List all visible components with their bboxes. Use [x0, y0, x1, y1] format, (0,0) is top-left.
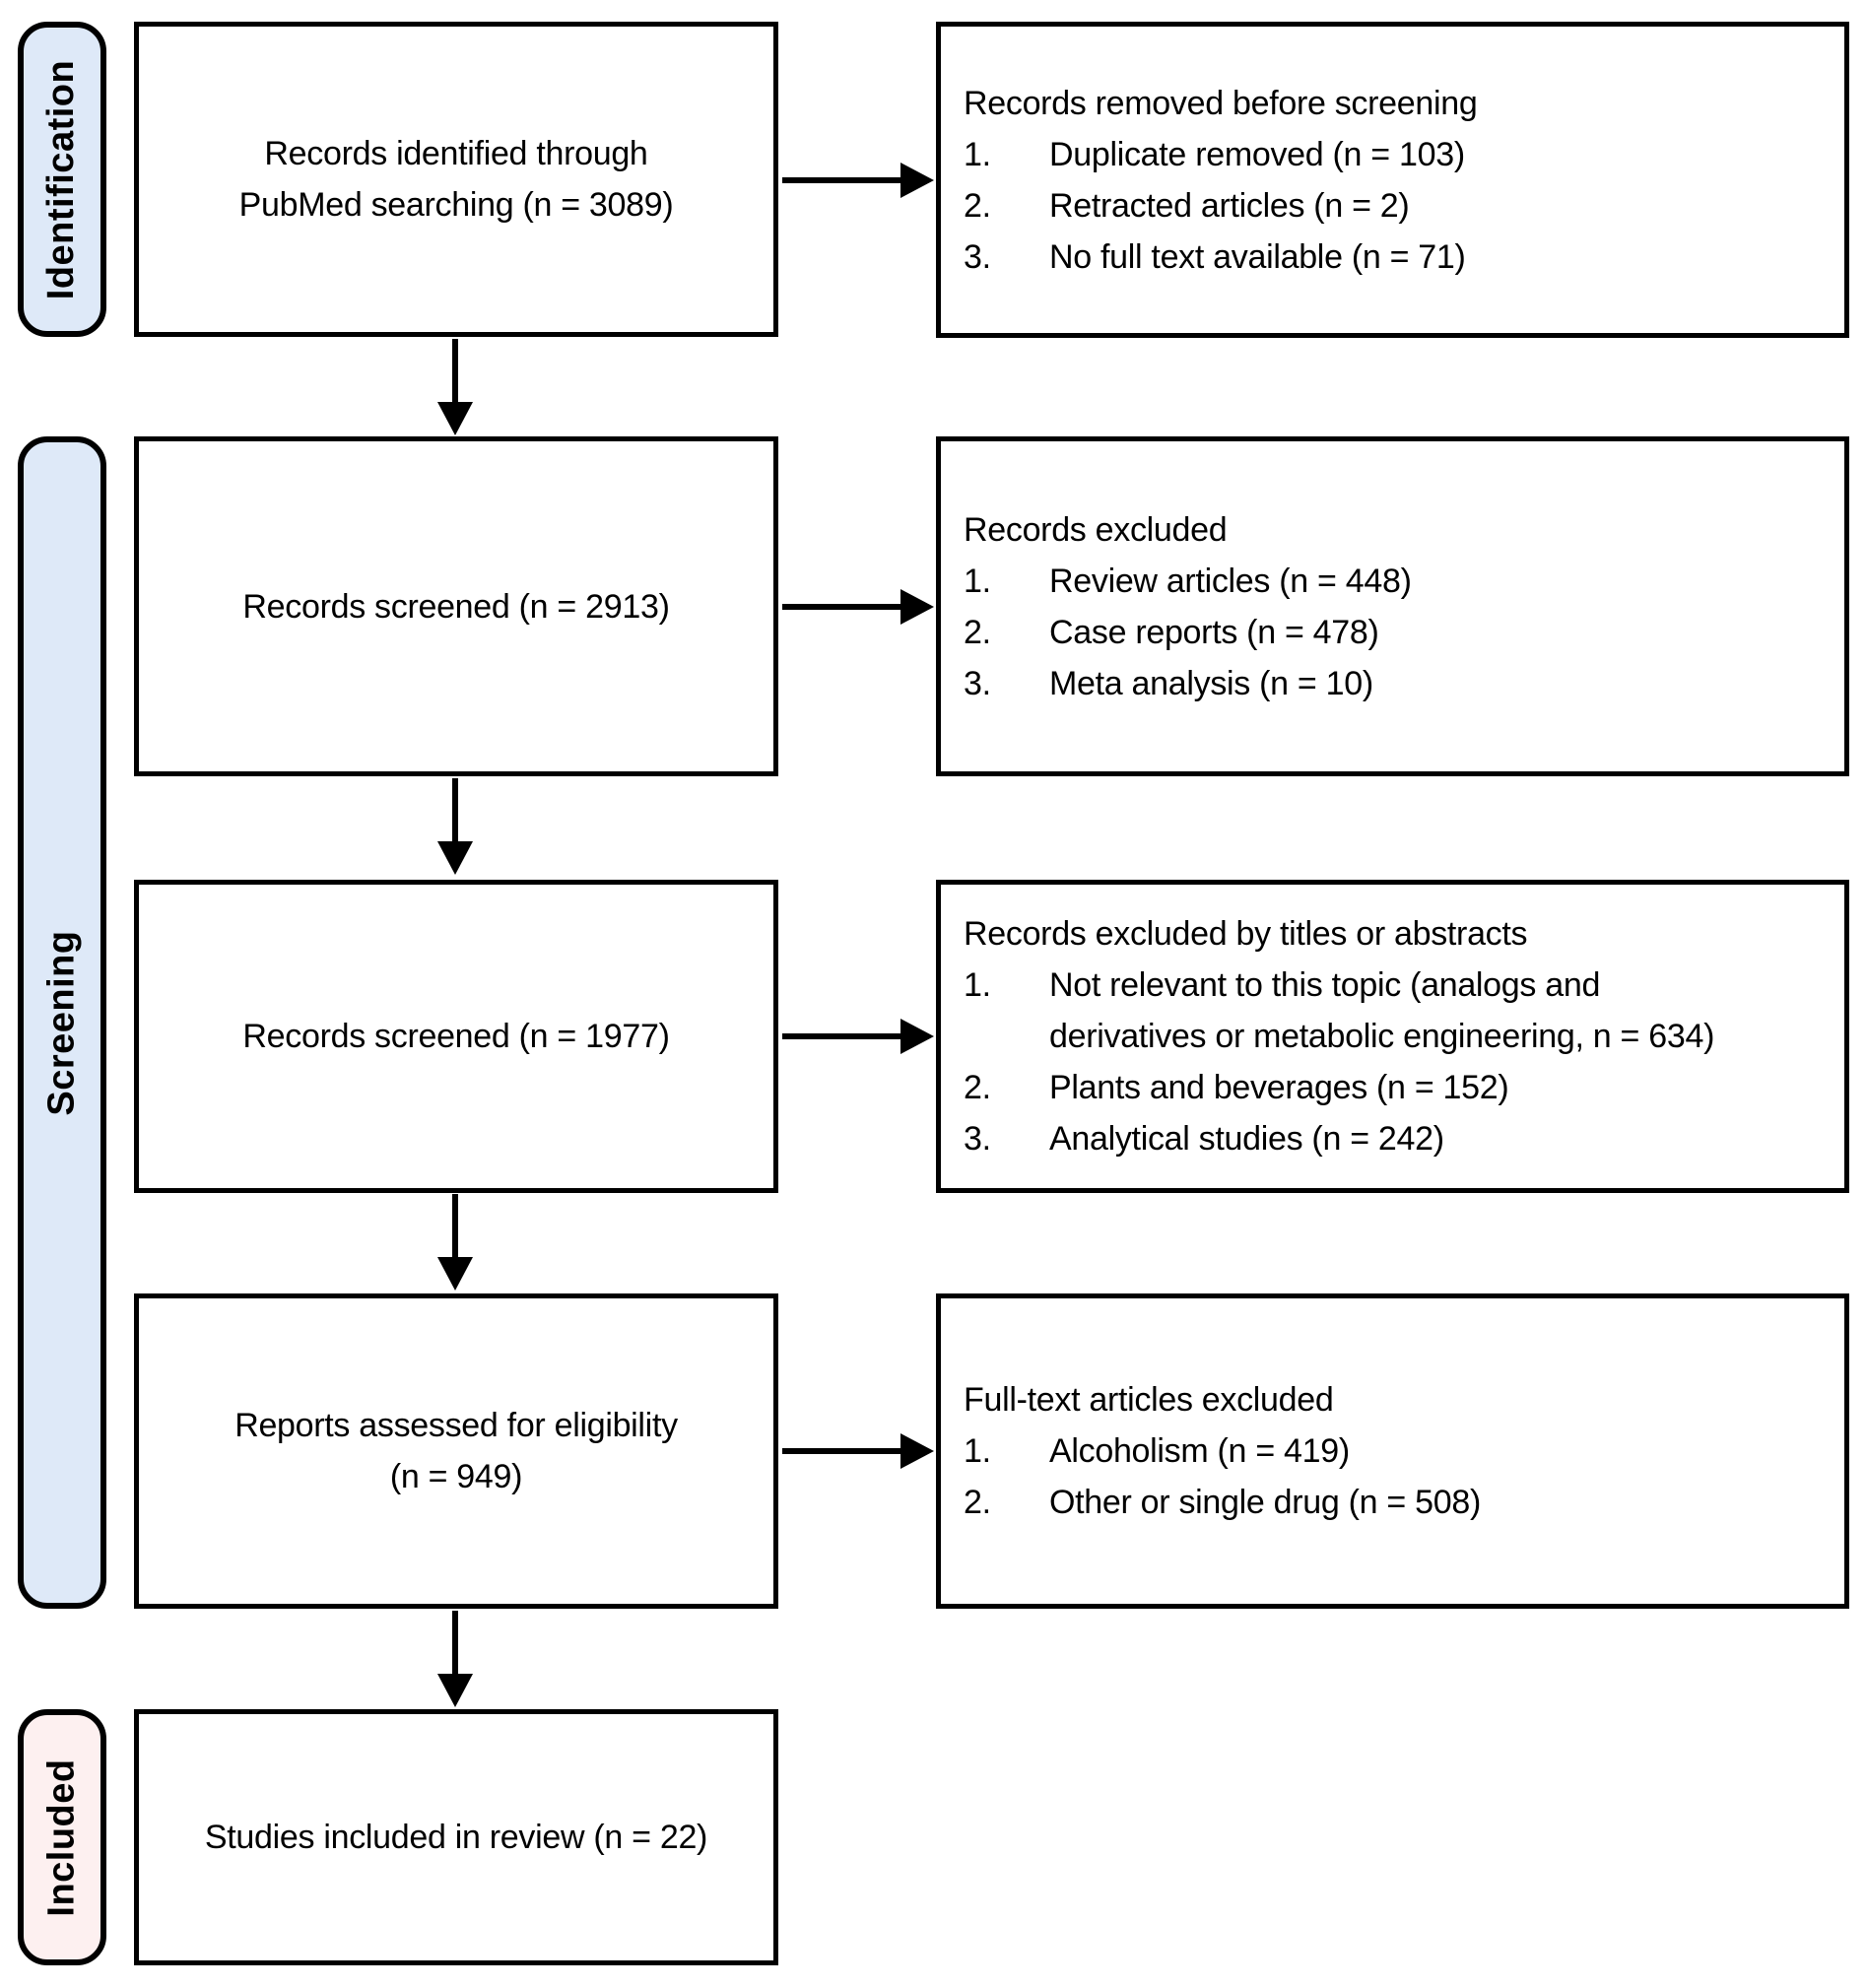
- list-item: 1. Duplicate removed (n = 103): [964, 129, 1821, 180]
- list-item-text: Plants and beverages (n = 152): [1049, 1069, 1509, 1106]
- box-records-removed-before-screening: Records removed before screening 1. Dupl…: [936, 22, 1849, 338]
- stage-label-included-text: Included: [40, 1757, 83, 1917]
- box-reports-assessed: Reports assessed for eligibility (n = 94…: [134, 1293, 778, 1609]
- list-item-number: 2.: [964, 1069, 991, 1106]
- arrow-right-icon: [780, 153, 938, 208]
- arrow-down-icon: [428, 339, 483, 437]
- arrow-down-icon: [428, 1194, 483, 1292]
- box-records-identified: Records identified through PubMed search…: [134, 22, 778, 337]
- arrow-down-icon: [428, 778, 483, 877]
- exclusion-heading: Records removed before screening: [964, 84, 1478, 122]
- list-item-text: Not relevant to this topic (analogs and …: [1049, 966, 1715, 1055]
- list-item-number: 1.: [964, 966, 991, 1004]
- box-records-excluded: Records excluded 1. Review articles (n =…: [936, 436, 1849, 776]
- list-item-number: 2.: [964, 1484, 991, 1521]
- list-item-text: No full text available (n = 71): [1049, 237, 1466, 276]
- list-item-text: Alcoholism (n = 419): [1049, 1432, 1350, 1470]
- list-item-text: Case reports (n = 478): [1049, 613, 1379, 651]
- list-item-text: Other or single drug (n = 508): [1049, 1484, 1481, 1521]
- box-reports-assessed-text: Reports assessed for eligibility (n = 94…: [234, 1407, 678, 1495]
- list-item-number: 2.: [964, 613, 991, 651]
- list-item: 2. Plants and beverages (n = 152): [964, 1062, 1821, 1113]
- list-item: 3. No full text available (n = 71): [964, 232, 1821, 283]
- list-item-text: Duplicate removed (n = 103): [1049, 135, 1465, 173]
- list-item-number: 3.: [964, 1120, 991, 1158]
- box-studies-included: Studies included in review (n = 22): [134, 1709, 778, 1965]
- list-item-number: 2.: [964, 186, 991, 225]
- stage-label-included: Included: [18, 1709, 106, 1965]
- arrow-right-icon: [780, 579, 938, 634]
- list-item-text: Analytical studies (n = 242): [1049, 1120, 1444, 1158]
- stage-label-screening-text: Screening: [40, 929, 83, 1116]
- arrow-right-icon: [780, 1424, 938, 1479]
- box-records-excluded-titles-abstracts: Records excluded by titles or abstracts …: [936, 880, 1849, 1193]
- list-item: 1. Not relevant to this topic (analogs a…: [964, 960, 1821, 1062]
- box-records-screened-1-text: Records screened (n = 2913): [242, 587, 670, 626]
- list-item-number: 3.: [964, 664, 991, 702]
- stage-label-screening: Screening: [18, 436, 106, 1609]
- exclusion-heading: Full-text articles excluded: [964, 1381, 1334, 1419]
- stage-label-identification-text: Identification: [40, 59, 83, 299]
- list-item: 2. Other or single drug (n = 508): [964, 1477, 1821, 1528]
- exclusion-heading: Records excluded by titles or abstracts: [964, 915, 1528, 953]
- box-records-screened-2-text: Records screened (n = 1977): [242, 1018, 670, 1055]
- box-studies-included-text: Studies included in review (n = 22): [204, 1819, 708, 1856]
- list-item: 3. Analytical studies (n = 242): [964, 1113, 1821, 1164]
- list-item-number: 3.: [964, 237, 991, 276]
- list-item-number: 1.: [964, 562, 991, 600]
- list-item-text: Meta analysis (n = 10): [1049, 664, 1373, 702]
- arrow-down-icon: [428, 1611, 483, 1709]
- list-item-number: 1.: [964, 135, 991, 173]
- box-fulltext-articles-excluded: Full-text articles excluded 1. Alcoholis…: [936, 1293, 1849, 1609]
- list-item: 1. Review articles (n = 448): [964, 556, 1821, 607]
- box-records-screened-2: Records screened (n = 1977): [134, 880, 778, 1193]
- list-item-text: Retracted articles (n = 2): [1049, 186, 1410, 225]
- list-item-text: Review articles (n = 448): [1049, 562, 1412, 600]
- exclusion-heading: Records excluded: [964, 510, 1228, 549]
- list-item: 1. Alcoholism (n = 419): [964, 1425, 1821, 1477]
- stage-label-identification: Identification: [18, 22, 106, 337]
- list-item: 2. Case reports (n = 478): [964, 607, 1821, 658]
- arrow-right-icon: [780, 1009, 938, 1064]
- list-item: 2. Retracted articles (n = 2): [964, 180, 1821, 232]
- box-records-screened-1: Records screened (n = 2913): [134, 436, 778, 776]
- list-item-number: 1.: [964, 1432, 991, 1470]
- box-records-identified-text: Records identified through PubMed search…: [238, 135, 674, 224]
- list-item: 3. Meta analysis (n = 10): [964, 658, 1821, 709]
